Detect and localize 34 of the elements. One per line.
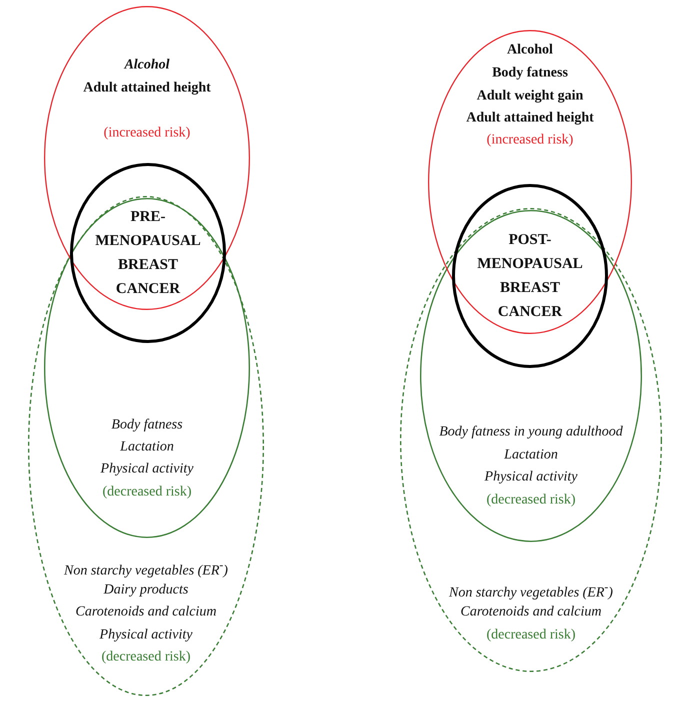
cancer-circle (452, 184, 608, 368)
risk-direction-label: (decreased risk) (486, 626, 576, 644)
risk-factor-label: Adult attained height (466, 110, 594, 126)
risk-factor-label: Physical activity (100, 626, 192, 644)
risk-direction-label: (decreased risk) (486, 492, 576, 508)
risk-factor-label: Carotenoids and calcium (75, 604, 217, 620)
decreased-risk-dashed-ellipse (28, 196, 264, 696)
cancer-circle (70, 163, 226, 343)
cancer-type-label: POST- MENOPAUSAL BREAST CANCER (476, 231, 584, 322)
risk-factor-label: Body fatness (492, 64, 568, 82)
increased-risk-ellipse (44, 6, 250, 310)
risk-factor-label: Lactation (120, 438, 174, 456)
decreased-risk-ellipse (420, 210, 642, 542)
decreased-risk-ellipse (44, 198, 250, 538)
risk-factor-label: Adult attained height (83, 80, 211, 96)
risk-factor-label: Body fatness (111, 416, 183, 434)
risk-factor-label: Carotenoids and calcium (460, 604, 602, 620)
risk-factor-label: Dairy products (104, 582, 188, 598)
risk-factor-label: Non starchy vegetables (ER$^{-}$) (449, 580, 613, 602)
risk-direction-label: (decreased risk) (102, 648, 190, 666)
risk-factor-label: Non starchy vegetables (ER$^{-}$) (64, 558, 228, 580)
risk-factor-label: Lactation (504, 446, 558, 464)
risk-direction-label: (increased risk) (104, 124, 190, 142)
risk-factor-label: Physical activity (100, 460, 194, 478)
risk-factor-label: Alcohol (507, 42, 553, 58)
risk-factor-label: Adult weight gain (476, 88, 584, 104)
risk-direction-label: (decreased risk) (102, 484, 192, 500)
risk-direction-label: (increased risk) (486, 132, 574, 148)
increased-risk-ellipse (428, 30, 632, 334)
cancer-type-label: PRE- MENOPAUSAL BREAST CANCER (94, 208, 202, 299)
decreased-risk-dashed-ellipse (400, 208, 662, 672)
risk-factor-label: Physical activity (484, 468, 578, 486)
risk-factor-label: Body fatness in young adulthood (439, 424, 623, 440)
risk-factor-label: Alcohol (124, 56, 170, 74)
